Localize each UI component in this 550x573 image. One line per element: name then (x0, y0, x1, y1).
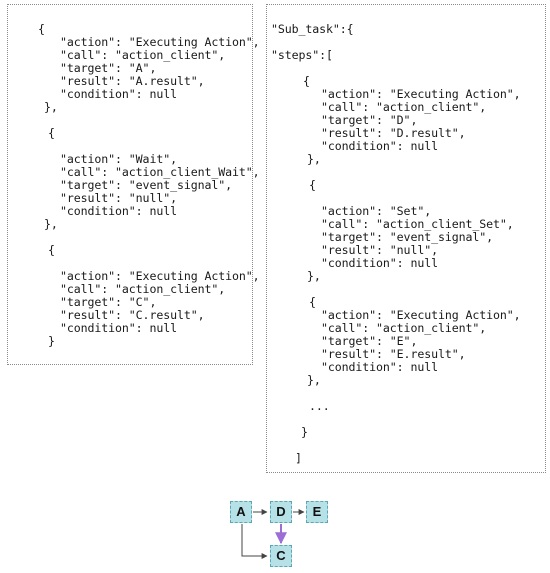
code-line: "action": "Set", (321, 204, 432, 218)
code-line: "result": "C.result", (60, 308, 205, 322)
left-code-panel: { "action": "Executing Action", "call": … (7, 4, 260, 365)
code-line: "condition": null (321, 360, 438, 374)
code-line: "call": "action_client_Set", (321, 217, 514, 231)
code-line: "result": "null", (321, 243, 438, 257)
code-line: "condition": null (60, 321, 177, 335)
code-line: "condition": null (321, 256, 438, 270)
code-line: { (309, 295, 316, 309)
code-line: "action": "Executing Action", (321, 87, 521, 101)
code-line: ... (309, 399, 330, 413)
code-line: { (48, 243, 55, 257)
code-line: "action": "Executing Action", (60, 35, 260, 49)
code-line: "target": "event_signal", (321, 230, 494, 244)
node-c: C (270, 545, 292, 567)
code-line: }, (307, 152, 321, 166)
code-line: "condition": null (321, 139, 438, 153)
node-e: E (306, 501, 328, 523)
code-line: "Sub_task":{ (271, 22, 354, 36)
edge-a-to-c (241, 524, 268, 559)
code-line: "target": "D", (321, 113, 418, 127)
code-line: "result": "A.result", (60, 74, 205, 88)
code-line: "action": "Wait", (60, 152, 177, 166)
code-line: ] (295, 451, 302, 465)
right-code-panel: "Sub_task":{ "steps":[ { "action": "Exec… (266, 4, 546, 473)
code-line: "target": "A", (60, 61, 157, 75)
node-d: D (270, 501, 292, 523)
code-line: "call": "action_client", (321, 321, 487, 335)
code-line: "action": "Executing Action", (60, 269, 260, 283)
code-line: }, (307, 373, 321, 387)
code-line: { (303, 74, 310, 88)
code-line: "target": "E", (321, 334, 418, 348)
code-line: }, (44, 217, 58, 231)
code-line: "steps":[ (271, 48, 333, 62)
code-line: "call": "action_client_Wait", (60, 165, 260, 179)
code-line: "call": "action_client", (60, 48, 226, 62)
code-line: }, (307, 269, 321, 283)
code-line: "result": "E.result", (321, 347, 466, 361)
code-line: "target": "C", (60, 295, 157, 309)
code-line: } (48, 334, 55, 348)
code-line: { (309, 178, 316, 192)
node-a: A (230, 501, 252, 523)
code-line: "condition": null (60, 87, 177, 101)
code-line: { (48, 126, 55, 140)
code-line: }, (44, 100, 58, 114)
code-line: } (301, 425, 308, 439)
code-line: "result": "D.result", (321, 126, 466, 140)
code-line: "target": "event_signal", (60, 178, 233, 192)
code-line: "call": "action_client", (321, 100, 487, 114)
code-line: "call": "action_client", (60, 282, 226, 296)
code-line: "condition": null (60, 204, 177, 218)
code-line: { (38, 22, 45, 36)
code-line: "action": "Executing Action", (321, 308, 521, 322)
code-line: "result": "null", (60, 191, 177, 205)
